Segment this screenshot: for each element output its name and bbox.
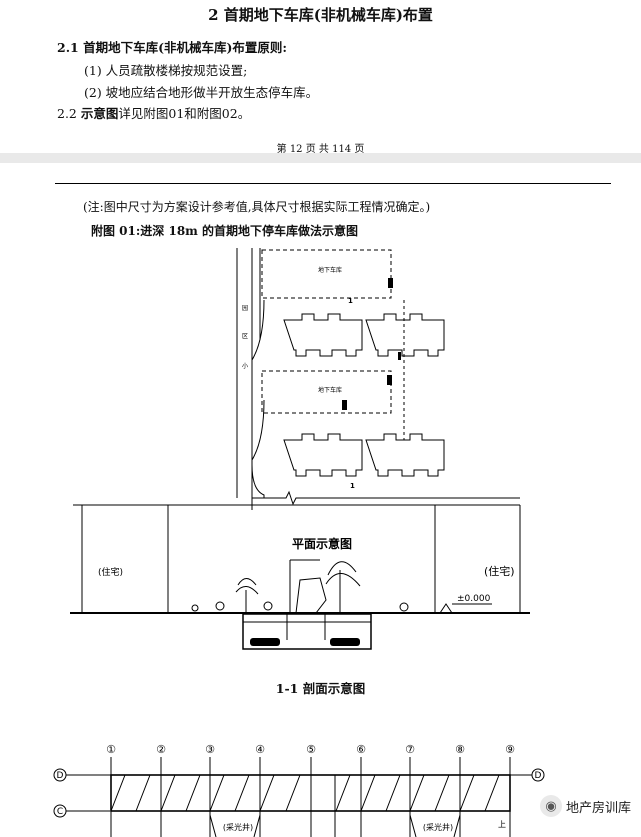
road-char: 园 (242, 305, 248, 312)
section-2-2-text: 详见附图01和附图02。 (118, 106, 251, 121)
garage-label-1: 地下车库 (318, 266, 342, 274)
elevation-label: ±0.000 (457, 594, 491, 604)
axis-label: ⑤ (306, 743, 316, 756)
section-left-label: (住宅) (98, 566, 123, 578)
axis-label: ② (156, 743, 166, 756)
section-mark-top: 1 (348, 297, 353, 305)
skylight-label: (采光井) (223, 822, 253, 832)
axis-label: ④ (255, 743, 265, 756)
plan-caption: 平面示意图 (292, 536, 352, 551)
axis-label: ⑨ (505, 743, 515, 756)
figure-01-title: 附图 01:进深 18m 的首期地下停车库做法示意图 (91, 224, 359, 238)
section-2-2-line: 2.2 示意图详见附图01和附图02。 (57, 103, 250, 122)
list-item: (2) 坡地应结合地形做半开放生态停车库。 (84, 85, 319, 100)
section-2-1-heading: 2.1 首期地下车库(非机械车库)布置原则: (57, 40, 288, 55)
site-plan-drawing: 地下车库 地下车库 园 区 小 1 1 (236, 248, 520, 510)
grid-plan-drawing: ① ② ③ ④ ⑤ ⑥ ⑦ ⑧ ⑨ D C D (采光井) (采光井) 上 (53, 743, 545, 837)
road-char: 区 (242, 333, 248, 340)
header-rule (55, 183, 611, 184)
page-title: 2 首期地下车库(非机械车库)布置 (208, 6, 433, 24)
page-footer: 第 12 页 共 114 页 (276, 144, 365, 155)
row-label: D (535, 771, 542, 781)
section-mark-bottom: 1 (350, 482, 355, 490)
axis-label: ⑥ (356, 743, 366, 756)
axis-label: ③ (205, 743, 215, 756)
wechat-icon: ◉ (539, 795, 562, 817)
section-2-2-bold: 示意图 (80, 106, 119, 121)
watermark-text: 地产房训库 (565, 800, 631, 816)
skylight-label: (采光井) (423, 822, 453, 832)
list-item: (1) 人员疏散楼梯按规范设置; (84, 63, 248, 78)
road-char: 小 (242, 362, 248, 370)
section-drawing: (住宅) (住宅) ±0.000 平面示意图 (70, 504, 530, 650)
row-label: C (57, 807, 63, 817)
section-caption: 1-1 剖面示意图 (275, 681, 366, 696)
axis-label: ⑧ (455, 743, 465, 756)
dimension-note: (注:图中尺寸为方案设计参考值,具体尺寸根据实际工程情况确定。) (83, 200, 431, 214)
page-gap (0, 153, 641, 163)
up-label: 上 (498, 820, 506, 829)
section-2-2-number: 2.2 (57, 106, 77, 121)
watermark: ◉ 地产房训库 (539, 795, 631, 817)
axis-label: ① (106, 743, 116, 756)
section-right-label: (住宅) (484, 564, 515, 578)
garage-label-2: 地下车库 (318, 386, 342, 394)
row-label: D (57, 771, 64, 781)
axis-label: ⑦ (405, 743, 415, 756)
